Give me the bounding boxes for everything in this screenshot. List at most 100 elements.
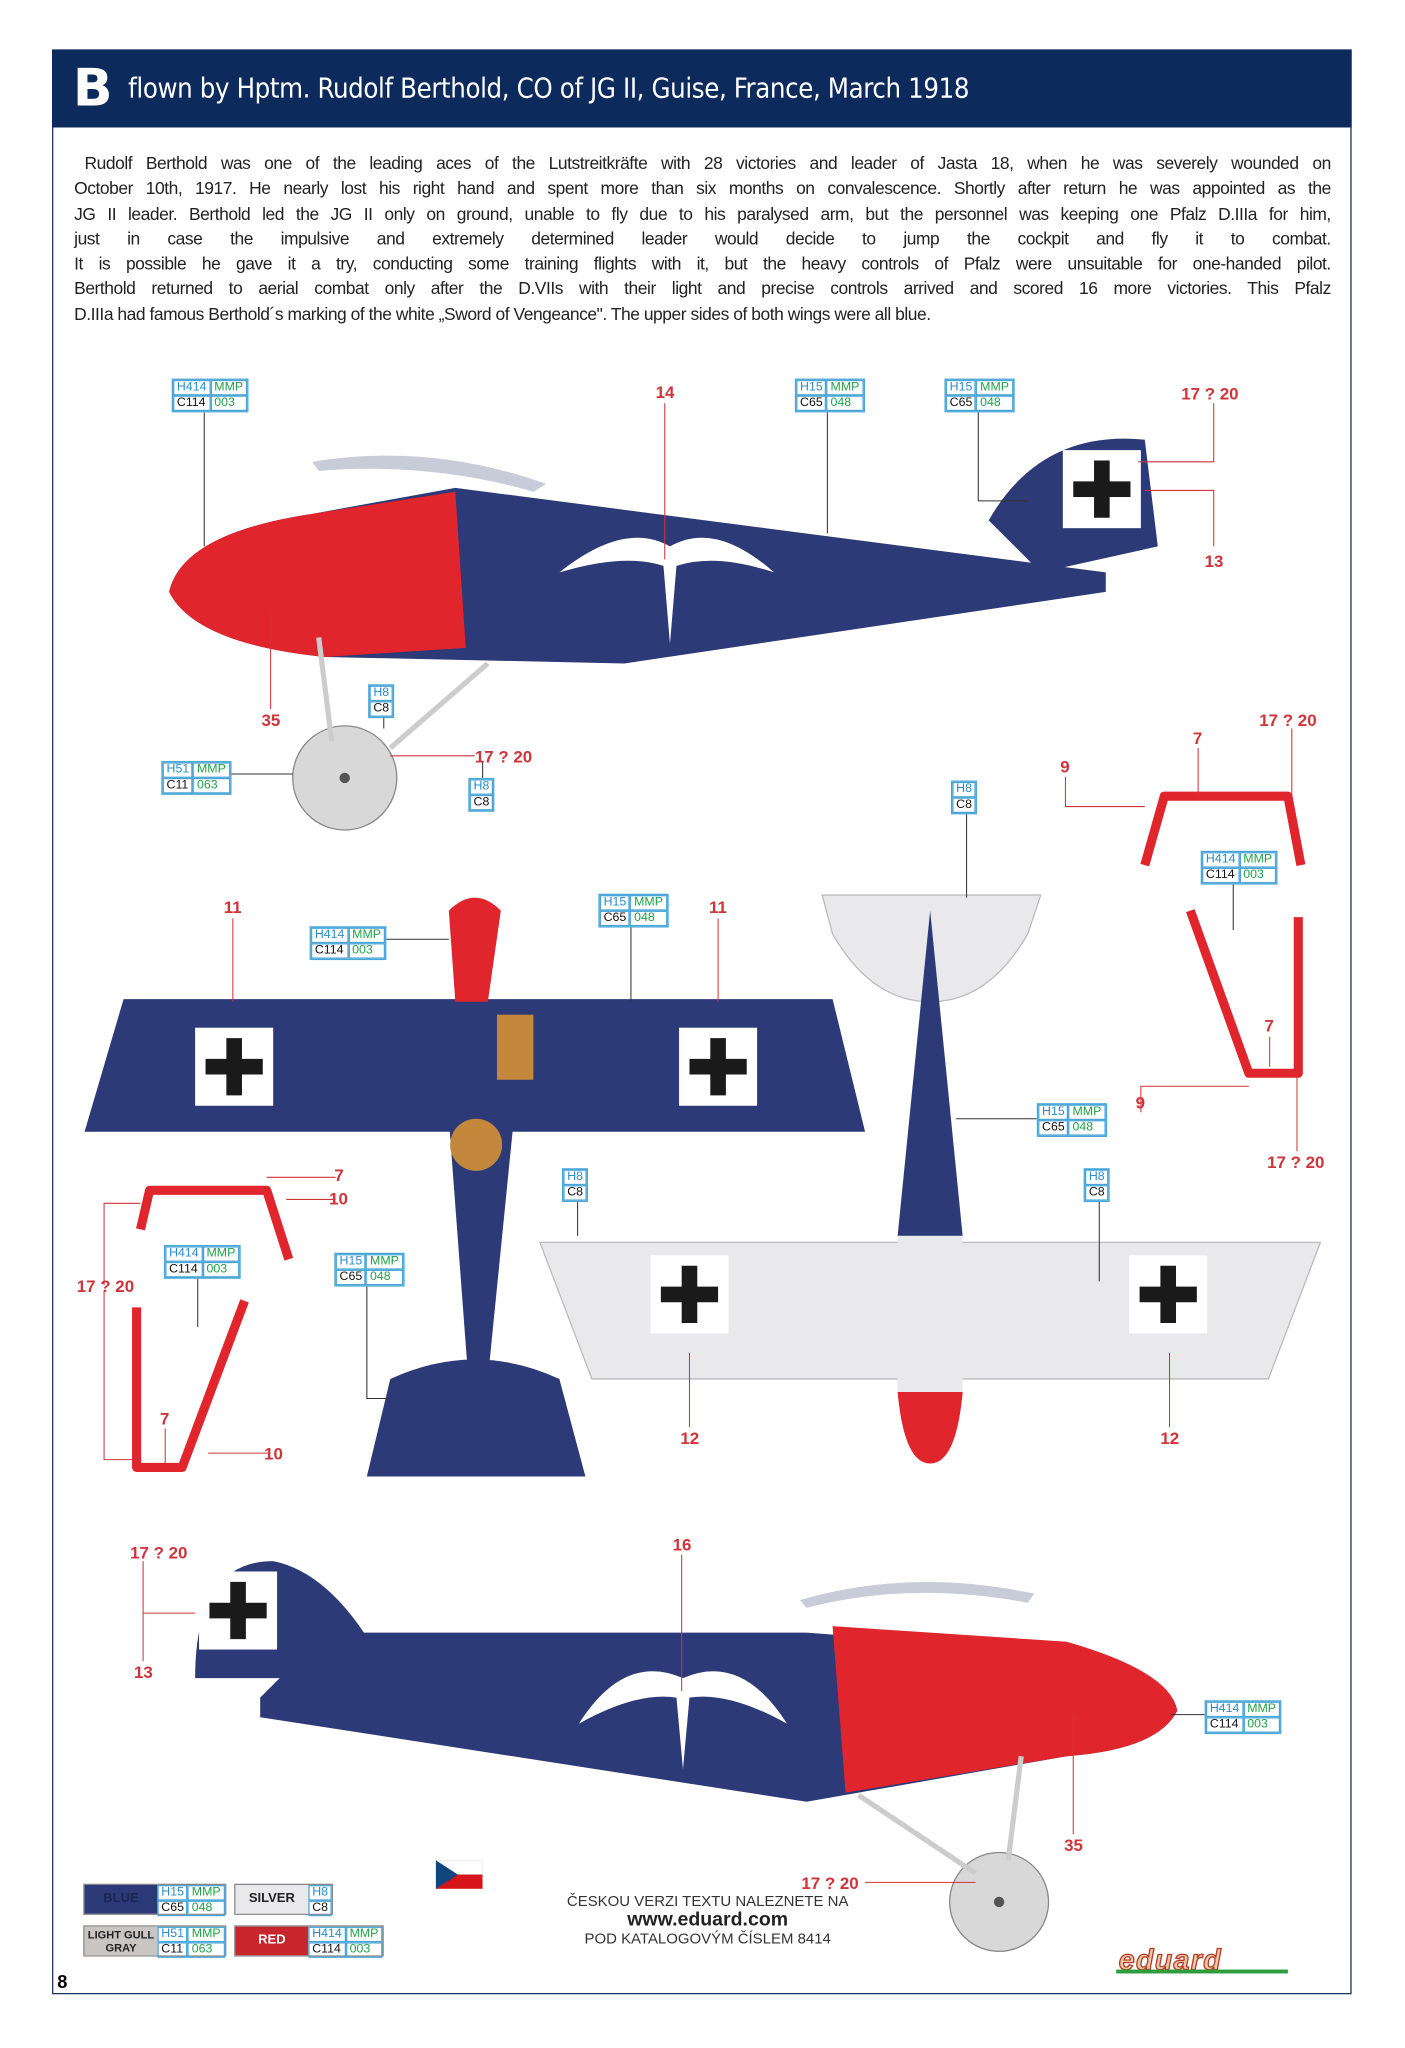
paint-code: MMP bbox=[202, 1246, 240, 1262]
paint-code: MMP bbox=[1239, 852, 1277, 868]
paint-code: H15 bbox=[945, 379, 977, 396]
marking-label: 7 bbox=[1192, 728, 1203, 749]
description-line: It is possible he gave it a try, conduct… bbox=[74, 253, 1331, 274]
paint-code: 048 bbox=[366, 1269, 403, 1286]
marking-label: 7 bbox=[334, 1165, 344, 1186]
marking-label: 12 bbox=[680, 1428, 700, 1448]
paint-code: MMP bbox=[1068, 1104, 1106, 1121]
paint-code: C114 bbox=[1205, 1717, 1244, 1733]
paint-code: C11 bbox=[162, 777, 194, 794]
description-line: JG II leader. Berthold led the JG II onl… bbox=[74, 203, 1331, 224]
czech-note-line: ČESKOU VERZI TEXTU NALEZNETE NA bbox=[566, 1894, 849, 1910]
paint-code: H8 bbox=[563, 1169, 587, 1186]
description-line: just in case the impulsive and extremely… bbox=[74, 228, 1331, 249]
scheme-title: flown by Hptm. Rudolf Berthold, CO of JG… bbox=[128, 72, 970, 105]
marking-label: 14 bbox=[655, 382, 675, 402]
marking-label: 13 bbox=[133, 1662, 153, 1683]
paint-code: MMP bbox=[187, 1926, 225, 1943]
paint-code: MMP bbox=[348, 927, 385, 944]
paint-code: C65 bbox=[1038, 1120, 1069, 1136]
paint-code: C114 bbox=[173, 395, 211, 412]
paint-code: MMP bbox=[826, 379, 864, 396]
marking-label: 17 ? 20 bbox=[1181, 383, 1239, 404]
paint-code: C114 bbox=[308, 1942, 346, 1958]
paint-code: H15 bbox=[1038, 1104, 1069, 1121]
paint-code: C8 bbox=[369, 701, 394, 717]
paint-code: C8 bbox=[1084, 1185, 1109, 1201]
paint-code: C65 bbox=[335, 1269, 367, 1286]
callout-lines bbox=[197, 408, 1234, 1716]
side-view-left bbox=[169, 438, 1158, 831]
paint-code: H414 bbox=[1205, 1701, 1244, 1718]
paint-code: H15 bbox=[335, 1254, 367, 1270]
logo-underline bbox=[1116, 1969, 1288, 1974]
paint-code: 048 bbox=[976, 395, 1013, 412]
marking-label: 17 ? 20 bbox=[130, 1542, 188, 1563]
paint-code: H414 bbox=[165, 1246, 203, 1262]
marking-label: 13 bbox=[1204, 551, 1224, 572]
paint-code: H414 bbox=[310, 927, 349, 944]
paint-code: C114 bbox=[310, 943, 349, 959]
paint-code: MMP bbox=[366, 1254, 403, 1270]
bottom-view bbox=[538, 894, 1322, 1464]
paint-code: MMP bbox=[1243, 1701, 1280, 1718]
swatch-red: RED bbox=[235, 1926, 309, 1956]
paint-code: H414 bbox=[308, 1926, 346, 1943]
leader-lines bbox=[103, 403, 1298, 1883]
eduard-link[interactable]: www.eduard.com bbox=[627, 1908, 789, 1931]
paint-code: 063 bbox=[193, 777, 230, 794]
marking-label: 7 bbox=[1264, 1016, 1274, 1036]
paint-code: H414 bbox=[173, 379, 211, 396]
marking-label: 9 bbox=[1060, 757, 1070, 777]
paint-code: MMP bbox=[630, 895, 667, 911]
marking-label: 10 bbox=[264, 1443, 283, 1464]
paint-code: C65 bbox=[599, 910, 631, 927]
paint-code: 003 bbox=[345, 1942, 383, 1958]
top-view bbox=[84, 897, 866, 1477]
paint-code: H8 bbox=[469, 779, 494, 795]
swatch-gray: LIGHT GULL GRAY bbox=[84, 1926, 158, 1956]
paint-code: H51 bbox=[162, 762, 194, 778]
description-text: Rudolf Berthold was one of the leading a… bbox=[74, 151, 1331, 327]
marking-label: 17 ? 20 bbox=[801, 1873, 859, 1893]
paint-code: H15 bbox=[599, 895, 631, 911]
description-line: Rudolf Berthold was one of the leading a… bbox=[84, 153, 1332, 174]
marking-label: 7 bbox=[160, 1408, 170, 1429]
paint-code: H15 bbox=[796, 379, 827, 396]
marking-label: 17 ? 20 bbox=[474, 746, 533, 767]
paint-code: H8 bbox=[1084, 1169, 1109, 1186]
marking-label: 17 ? 20 bbox=[1259, 710, 1317, 730]
marking-label: 12 bbox=[1160, 1428, 1180, 1448]
paint-code: 003 bbox=[348, 943, 385, 959]
paint-code: C65 bbox=[796, 395, 827, 412]
paint-code: H8 bbox=[308, 1885, 332, 1901]
marking-label: 17 ? 20 bbox=[76, 1276, 135, 1296]
paint-code: C8 bbox=[469, 794, 494, 811]
paint-code: C11 bbox=[157, 1942, 188, 1958]
swatch-blue: BLUE bbox=[84, 1885, 158, 1914]
marking-label: 35 bbox=[1064, 1835, 1083, 1856]
description-line: D.IIIa had famous Berthold´s marking of … bbox=[74, 304, 931, 324]
paint-code: 048 bbox=[187, 1900, 225, 1917]
marking-label: 11 bbox=[708, 897, 727, 918]
paint-code: C8 bbox=[952, 797, 976, 814]
paint-code: C65 bbox=[157, 1900, 188, 1917]
